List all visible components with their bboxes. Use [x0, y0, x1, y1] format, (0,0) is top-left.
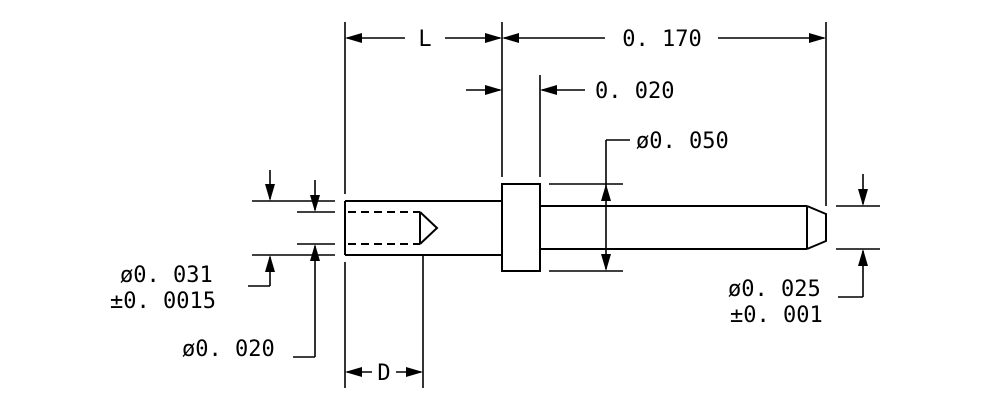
- tail-chamfer-tip: [806, 205, 827, 250]
- arrowhead: [265, 255, 275, 272]
- arrowhead: [858, 249, 868, 266]
- dimension-flange-diameter: ø0. 050: [601, 129, 729, 271]
- arrowhead: [601, 254, 611, 271]
- flange-thickness-value: 0. 020: [595, 79, 674, 104]
- arrowhead: [485, 85, 502, 95]
- flange: [501, 183, 541, 272]
- depth-label: D: [377, 361, 390, 386]
- dimension-tail-diameter: ø0. 025 ±0. 001: [728, 174, 868, 328]
- hole-diameter-value: ø0. 020: [182, 337, 275, 362]
- arrowhead: [310, 195, 320, 212]
- length-label: L: [418, 27, 431, 52]
- extension-lines: [252, 22, 880, 388]
- arrowhead: [310, 244, 320, 261]
- arrowhead: [858, 189, 868, 206]
- arrowhead: [406, 367, 423, 377]
- overall-length-value: 0. 170: [622, 27, 701, 52]
- arrowhead: [265, 184, 275, 201]
- dimension-flange-thickness: 0. 020: [466, 79, 674, 104]
- socket-diameter-tolerance: ±0. 0015: [110, 289, 216, 314]
- dimension-length: L: [345, 27, 502, 52]
- flange-diameter-value: ø0. 050: [636, 129, 729, 154]
- tail-diameter-tolerance: ±0. 001: [730, 303, 823, 328]
- dimension-socket-diameter: ø0. 031 ±0. 0015: [110, 170, 275, 314]
- arrowhead: [540, 85, 557, 95]
- arrowhead: [345, 33, 362, 43]
- pin-part-outline: [344, 183, 827, 272]
- arrowhead: [502, 33, 519, 43]
- dimension-hole-diameter: ø0. 020: [182, 180, 320, 362]
- arrowhead: [809, 33, 826, 43]
- arrowhead: [601, 184, 611, 201]
- dimension-overall-length: 0. 170: [502, 27, 826, 52]
- arrowhead: [485, 33, 502, 43]
- tail-diameter-value: ø0. 025: [728, 277, 821, 302]
- hole-drill-point: [419, 211, 439, 245]
- dimension-depth: D: [345, 361, 423, 386]
- socket-diameter-value: ø0. 031: [120, 263, 213, 288]
- arrowhead: [345, 367, 362, 377]
